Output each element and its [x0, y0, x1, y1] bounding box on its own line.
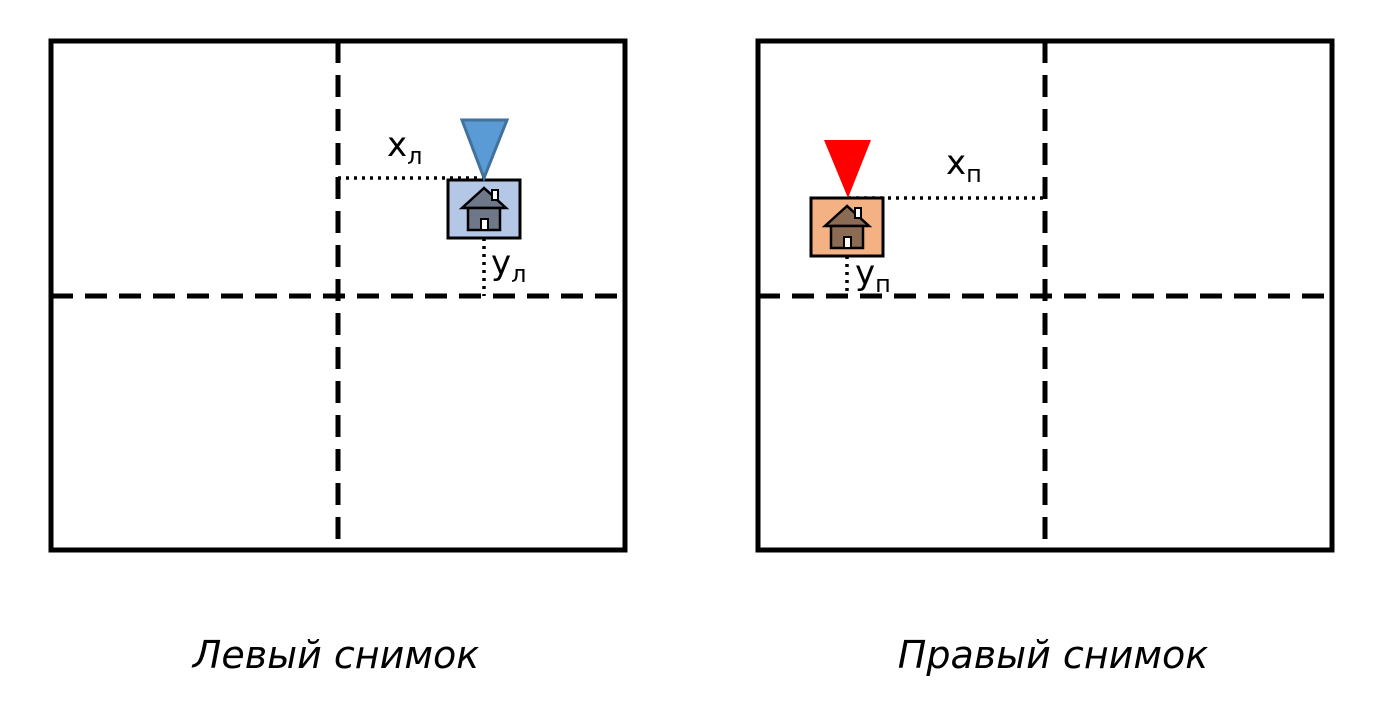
- right-y-label: yп: [855, 253, 891, 298]
- left-image-panel: xл yл Левый снимок: [48, 38, 628, 677]
- right-camera-marker: [824, 140, 871, 198]
- left-x-label: xл: [387, 125, 422, 170]
- house-icon: [458, 186, 510, 232]
- house-icon: [821, 204, 873, 250]
- right-image-caption: Правый снимок: [898, 633, 1209, 677]
- left-image-caption: Левый снимок: [191, 633, 479, 677]
- right-image-panel: xп yп Правый снимок: [755, 38, 1335, 677]
- right-x-label: xп: [946, 143, 982, 188]
- left-y-label: yл: [491, 243, 526, 288]
- left-camera-marker: [459, 118, 510, 183]
